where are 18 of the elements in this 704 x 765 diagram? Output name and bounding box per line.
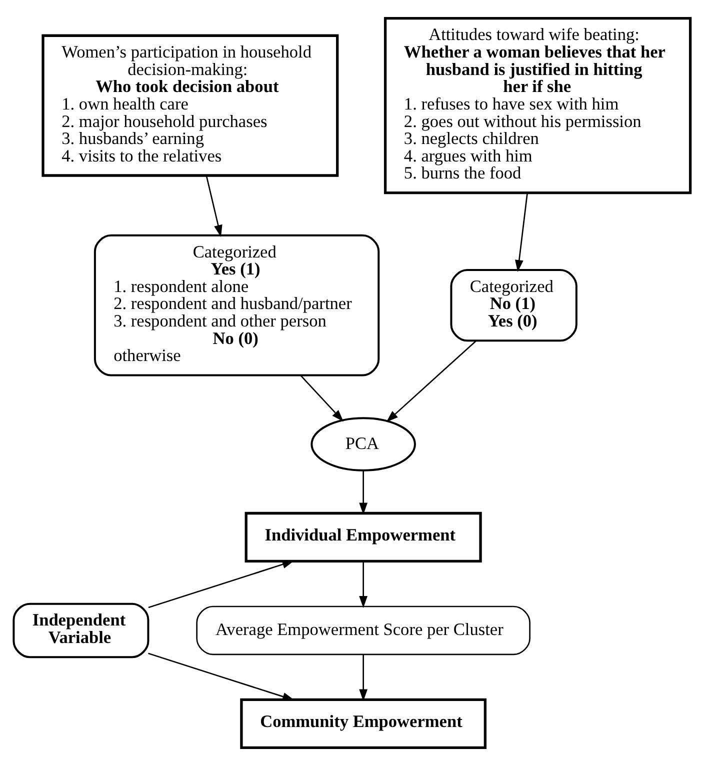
arrow: [359, 654, 368, 701]
node-box: Individual Empowerment: [244, 511, 482, 562]
arrow: [148, 652, 295, 700]
node-box: Categorized No (1) Yes (0): [450, 268, 578, 342]
arrow: [515, 192, 528, 272]
node-box: Attitudes toward wife beating: Whether a woman believes that her husband is justified in hitting her if she 1. refuses to have sex with him 2. goes out without his permission 3. neglects children 4. argues with him 5. burns the food: [384, 16, 692, 194]
node-box: Average Empowerment Score per Cluster: [196, 605, 530, 655]
node-box: Categorized Yes (1) 1. respondent alone 2. respondent and husband/partner 3. respondent and other person No (0) otherwise: [94, 234, 380, 376]
arrow: [359, 470, 368, 514]
node-box: Women’s participation in household decision-making: Who took decision about 1. own health care 2. major household purchases 3. husbands’ earning 4. visits to the relatives: [42, 34, 339, 176]
node-box: Community Empowerment: [240, 698, 487, 748]
node-ellipse: PCA: [310, 416, 416, 471]
arrow: [386, 340, 477, 422]
arrow: [359, 560, 368, 608]
arrow: [300, 374, 344, 422]
node-box: Independent Variable: [12, 602, 150, 658]
arrow: [148, 560, 294, 608]
arrow: [206, 175, 222, 237]
